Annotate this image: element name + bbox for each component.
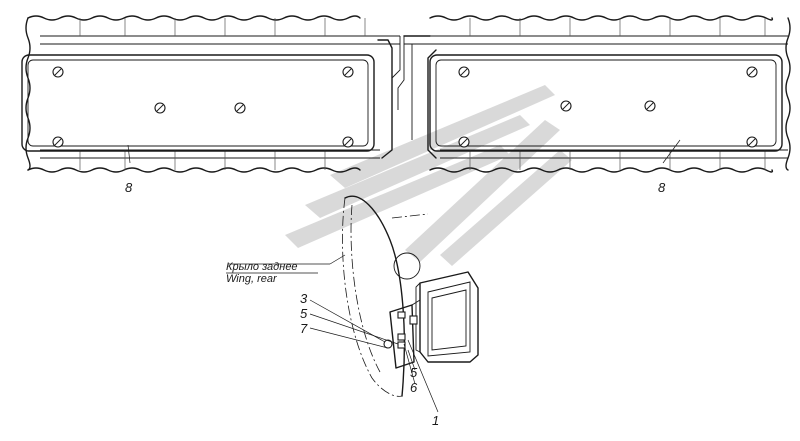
right-frame-rail — [427, 15, 791, 173]
callout-1: 1 — [432, 413, 439, 428]
right-license-plate — [429, 54, 783, 152]
callout-5-left: 5 — [300, 306, 308, 321]
watermark-logo — [285, 85, 572, 266]
left-panel-number: 8 — [125, 180, 133, 195]
callout-5-right: 5 — [410, 365, 418, 380]
callout-6: 6 — [410, 380, 418, 395]
callout-7: 7 — [300, 321, 308, 336]
leader-lines — [127, 139, 681, 413]
left-frame-rail — [25, 15, 401, 173]
left-plate-screws — [52, 66, 354, 148]
callout-3: 3 — [300, 291, 308, 306]
center-frame-rail — [397, 35, 431, 140]
right-plate-screws — [458, 66, 758, 148]
left-license-plate — [21, 54, 375, 152]
rear-lamp-assembly — [383, 271, 479, 369]
wing-caption-ru: Крыло заднее — [226, 261, 298, 273]
bracket-bolts — [383, 311, 418, 349]
wing-caption-en: Wing, rear — [226, 273, 278, 285]
right-panel-number: 8 — [658, 180, 666, 195]
